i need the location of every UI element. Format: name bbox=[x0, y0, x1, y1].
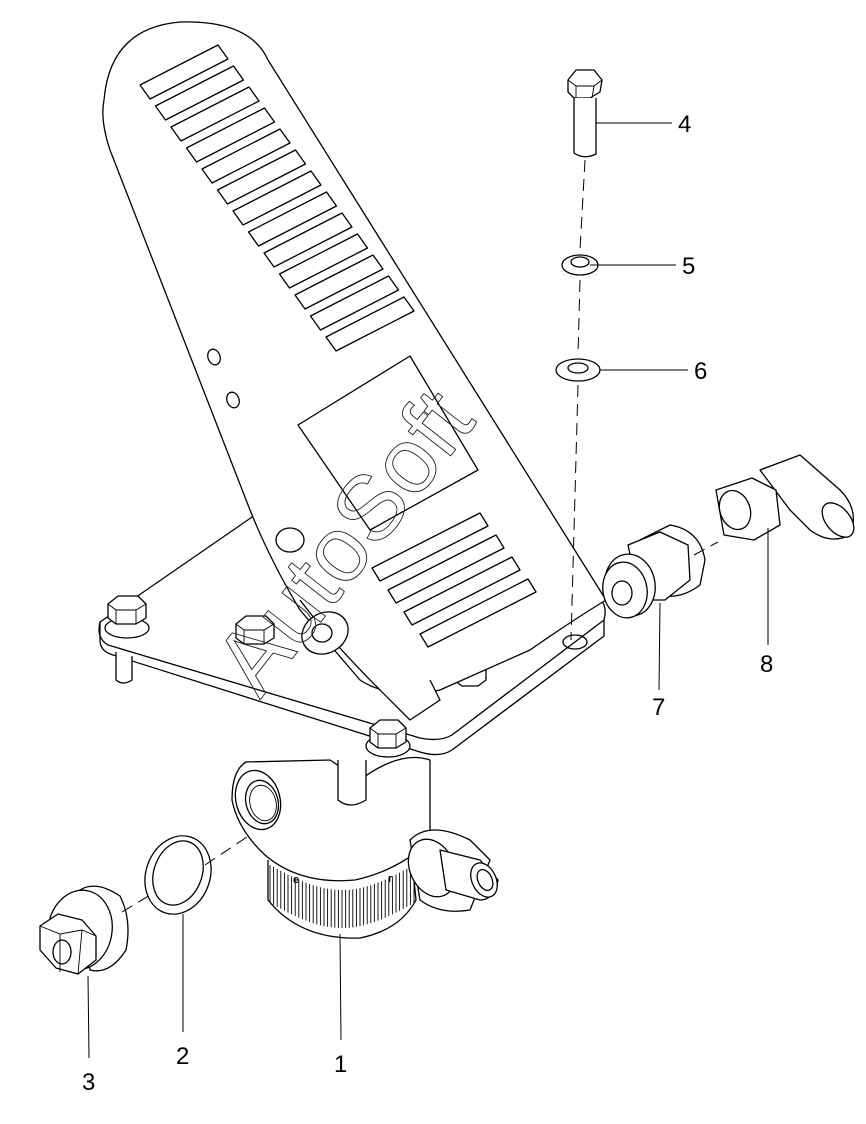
tread-slot bbox=[419, 578, 537, 648]
callout-5: 5 bbox=[682, 253, 695, 280]
callout-8: 8 bbox=[760, 651, 773, 678]
tread-slot bbox=[170, 86, 260, 142]
tread-slot bbox=[294, 254, 384, 310]
part-3-plug bbox=[39, 885, 129, 975]
plate-bolt bbox=[365, 719, 411, 758]
tread-slot bbox=[278, 233, 369, 289]
tread-slot bbox=[371, 512, 489, 582]
pedal-tread-slots bbox=[139, 44, 415, 352]
callout-3: 3 bbox=[82, 1069, 95, 1096]
part-8-elbow-connector bbox=[715, 454, 855, 541]
part-1-valve-body: e r bbox=[231, 756, 499, 939]
tread-slot bbox=[154, 65, 245, 121]
callout-4: 4 bbox=[678, 111, 691, 138]
fitting-axis-line bbox=[693, 541, 719, 556]
pedal-lower-slots bbox=[371, 512, 537, 648]
brake-pedal bbox=[102, 21, 607, 721]
callout-6: 6 bbox=[694, 358, 707, 385]
bolt-axis-line bbox=[570, 159, 586, 641]
tread-slot bbox=[309, 275, 400, 331]
tread-slot bbox=[216, 149, 307, 205]
tread-slot bbox=[201, 128, 291, 184]
marking-e: e bbox=[293, 874, 299, 886]
marking-r: r bbox=[388, 873, 393, 885]
part-2-sealing-ring bbox=[144, 835, 212, 915]
tread-slot bbox=[139, 44, 229, 100]
knurl-ridges bbox=[269, 865, 415, 928]
part-4-bolt bbox=[567, 69, 603, 158]
tread-slot bbox=[185, 107, 276, 163]
plate-bolt bbox=[235, 615, 275, 645]
callout-7: 7 bbox=[652, 694, 665, 721]
tread-slot bbox=[387, 534, 505, 604]
callout-1: 1 bbox=[334, 1051, 347, 1078]
tread-slot bbox=[263, 212, 353, 268]
callout-2: 2 bbox=[176, 1043, 189, 1070]
part-6-flat-washer bbox=[555, 358, 601, 382]
tread-slot bbox=[403, 556, 521, 626]
callouts: 4 5 6 7 8 1 2 3 bbox=[82, 111, 773, 1096]
tread-slot bbox=[232, 170, 322, 226]
port-axis-line bbox=[121, 834, 251, 913]
tread-slot bbox=[325, 296, 415, 352]
part-7-straight-connector bbox=[602, 524, 706, 619]
plate-bolt bbox=[104, 595, 150, 639]
tread-slot bbox=[247, 191, 338, 247]
